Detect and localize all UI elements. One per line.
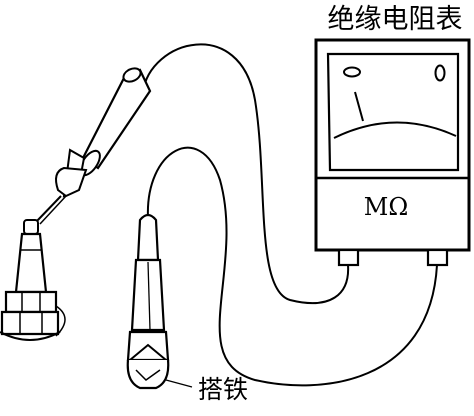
probe-lead-wire [142, 43, 350, 305]
spark-plug-terminal [23, 219, 39, 235]
meter-scale-arc [333, 121, 457, 139]
test-probe [35, 67, 152, 225]
spark-plug-hex-lower [0, 310, 60, 336]
spark-plug-hex-upper [4, 290, 58, 314]
meter-unit-label: MΩ [364, 193, 408, 221]
meter-needle [354, 91, 364, 122]
probe-end-cap [122, 67, 142, 83]
meter-gauge-window [326, 52, 460, 172]
ground-lead-wire [146, 146, 438, 387]
ground-clip-label: 搭铁 [198, 375, 248, 404]
meter-terminal-right [426, 248, 449, 267]
spark-plug-washer [55, 305, 66, 337]
insulation-meter: MΩ [314, 38, 471, 267]
probe-collar [55, 166, 88, 198]
ground-clip-boot-top [136, 213, 160, 262]
ground-clip-grip-seam [147, 261, 151, 331]
ground-clip-teeth [135, 369, 161, 381]
probe-tip [35, 195, 62, 223]
meter-adjust-left-icon [343, 66, 361, 78]
probe-tip-edge [39, 195, 67, 225]
ground-clip [126, 213, 193, 390]
meter-terminal-left [337, 248, 360, 267]
spark-plug-seat [0, 331, 61, 341]
ground-clip-leader [165, 379, 193, 388]
ground-clip-jaw-tips [126, 359, 170, 390]
meter-title: 绝缘电阻表 [328, 4, 463, 35]
ground-clip-grip [130, 258, 166, 332]
meter-adjust-right-icon [434, 64, 446, 82]
spark-plug-insulator [14, 232, 48, 294]
spark-plug [0, 219, 66, 341]
ground-clip-jaw-hinge [129, 343, 167, 361]
